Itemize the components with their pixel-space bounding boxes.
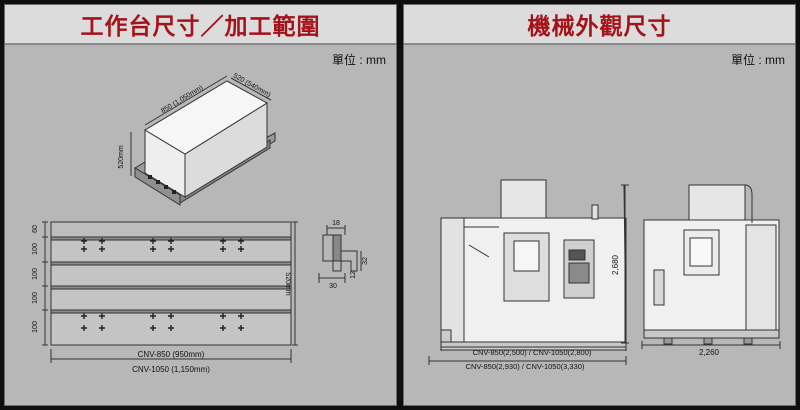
row-dim-4: 100 [32,292,39,304]
table-top-view [42,221,298,363]
tslot-height-label: 32 [362,257,369,265]
side-height-label: 2,680 [611,254,620,275]
worktable-title-bar: 工作台尺寸／加工範圍 [5,5,396,45]
front-width-label-1: CNV-850(2,500) / CNV-1050(2,800) [473,348,592,357]
unit-label: 單位 : mm [731,53,785,67]
machine-diagram: CNV-850(2,500) / CNV-1050(2,800) CNV-850… [428,179,781,371]
worktable-title: 工作台尺寸／加工範圍 [80,14,321,40]
side-width-label: 2,260 [699,348,720,357]
worktable-diagram: 520mm 850 (1,050mm) 520 (540mm) [32,73,369,374]
tslot-inner-label: 12 [350,271,357,279]
worktable-panel: 工作台尺寸／加工範圍 單位 : mm 520mm 850 (1,050mm) 5… [4,4,397,406]
front-dimension-lines [428,343,627,365]
row-dim-3: 100 [32,268,39,280]
machine-front-view [440,179,627,351]
side-dimension-lines [621,184,781,349]
unit-label: 單位 : mm [332,53,386,67]
tslot-top-label: 18 [332,220,340,227]
row-dim-5: 100 [32,321,39,333]
box-height-label: 520mm [118,145,125,169]
width-label-1050: CNV-1050 (1,150mm) [132,365,210,374]
tslot-detail [318,225,362,283]
tslot-bottom-label: 30 [329,283,337,290]
table-height-label: 520mm [284,272,291,296]
machine-side-view [623,184,780,345]
row-dim-1: 60 [32,225,39,233]
machine-dims-title-bar: 機械外觀尺寸 [404,5,795,45]
row-dim-2: 100 [32,243,39,255]
machine-dims-title: 機械外觀尺寸 [527,14,672,40]
front-width-label-2: CNV-850(2,930) / CNV-1050(3,330) [466,362,585,371]
machine-dims-panel: 機械外觀尺寸 單位 : mm CNV-850(2,500) / CNV-1050… [403,4,796,406]
travel-range-isometric [130,75,276,206]
width-label-850: CNV-850 (950mm) [138,350,205,359]
